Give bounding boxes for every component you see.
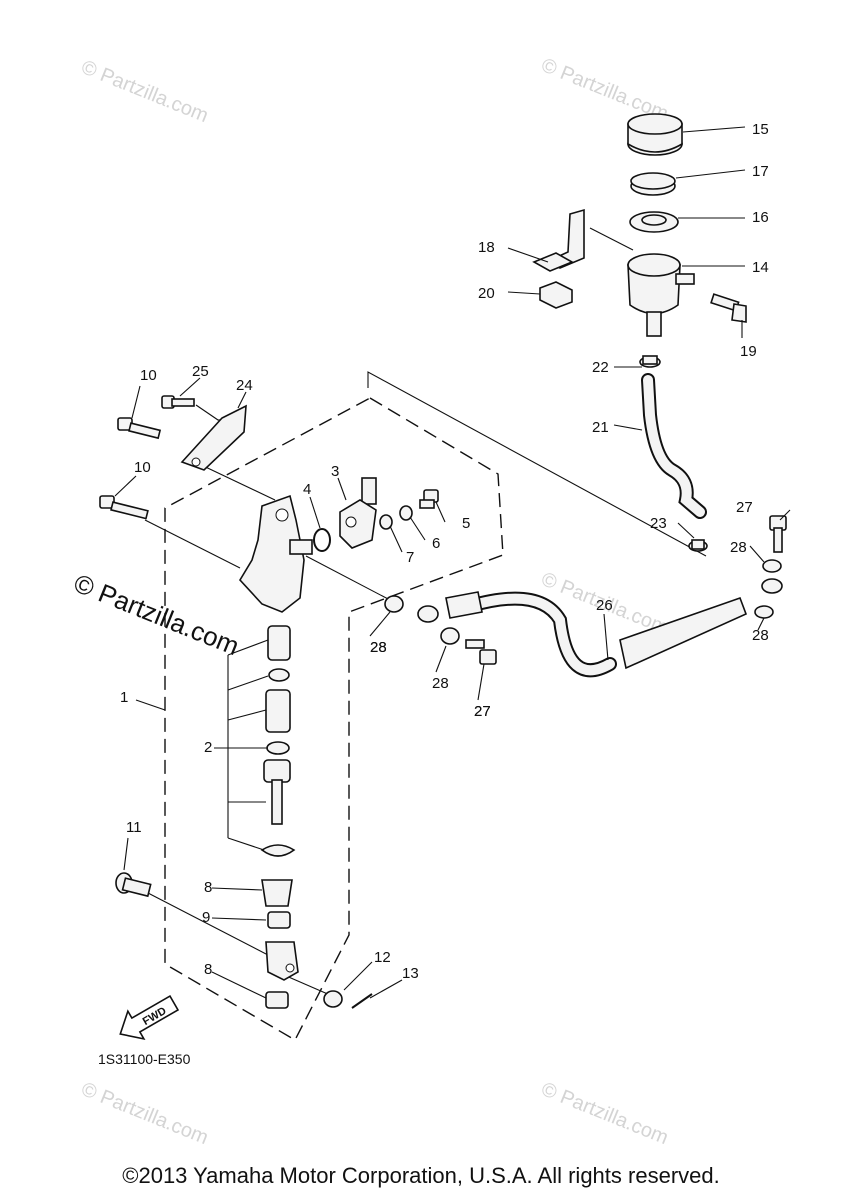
washer-7: [379, 514, 393, 530]
boot: [261, 879, 293, 907]
piston-kit: [260, 625, 296, 857]
cotter-pin: [351, 993, 373, 1009]
washer-28b: [440, 627, 460, 645]
watermark: © Partzilla.com: [78, 56, 211, 127]
part-number-22: 22: [592, 359, 609, 376]
part-number-1: 1: [120, 689, 128, 706]
part-number-3: 3: [331, 463, 339, 480]
bolt-lower: [99, 495, 149, 520]
o-ring: [313, 528, 331, 552]
hose-joint: [339, 477, 377, 549]
fwd-label: FWD: [141, 1005, 169, 1028]
plate-bracket: [180, 404, 247, 471]
part-number-11: 11: [126, 819, 142, 836]
washer-28c: [762, 559, 782, 573]
part-number-10: 10: [134, 459, 151, 476]
part-number-27: 27: [474, 703, 491, 720]
reservoir-tank: [627, 253, 695, 337]
fwd-arrow: FWD: [119, 994, 180, 1040]
diaphragm-plate: [630, 172, 676, 196]
part-number-19: 19: [740, 343, 757, 360]
washer-28d: [754, 605, 774, 619]
part-number-17: 17: [752, 163, 769, 180]
bolt-upper: [117, 417, 162, 440]
reservoir-bolt: [710, 293, 747, 323]
nut-lower: [265, 991, 289, 1009]
hose-clip-bottom: [688, 539, 708, 552]
callout-labels: 1234567889101011121314151617181920212223…: [120, 121, 769, 982]
clevis: [265, 941, 299, 981]
part-number-2: 2: [204, 739, 212, 756]
part-number-12: 12: [374, 949, 391, 966]
part-number-28: 28: [752, 627, 769, 644]
part-number-4: 4: [303, 481, 311, 498]
part-number-28: 28: [370, 639, 387, 656]
part-number-27: 27: [736, 499, 753, 516]
reservoir-cap: [627, 113, 683, 156]
part-number-21: 21: [592, 419, 609, 436]
brake-hose: [417, 578, 783, 678]
part-number-14: 14: [752, 259, 769, 276]
part-number-20: 20: [478, 285, 495, 302]
watermark: © Partzilla.com: [538, 1078, 671, 1149]
union-bolt-upper: [769, 515, 787, 553]
part-number-5: 5: [462, 515, 470, 532]
part-number-15: 15: [752, 121, 769, 138]
damper-block: [539, 281, 573, 309]
part-number-7: 7: [406, 549, 414, 566]
watermark-main: © Partzilla.com: [70, 568, 244, 661]
part-number-13: 13: [402, 965, 419, 982]
callout-lines: [114, 126, 791, 999]
part-number-24: 24: [236, 377, 253, 394]
part-number-28: 28: [432, 675, 449, 692]
part-number-8: 8: [204, 879, 212, 896]
reservoir-bracket: [544, 208, 585, 269]
part-number-18: 18: [478, 239, 495, 256]
small-bolt: [161, 395, 195, 409]
part-number-8: 8: [204, 961, 212, 978]
washer-12: [323, 990, 343, 1008]
part-number-9: 9: [202, 909, 210, 926]
washer-28a: [384, 595, 404, 613]
screw-5: [419, 489, 439, 509]
hose-clip-top: [639, 355, 661, 368]
part-number-16: 16: [752, 209, 769, 226]
part-number-28: 28: [730, 539, 747, 556]
master-cylinder-body: [239, 494, 313, 613]
washer-6: [399, 505, 413, 521]
watermark: © Partzilla.com: [78, 1078, 211, 1149]
diaphragm: [629, 211, 679, 233]
union-bolt-lower: [465, 639, 497, 665]
part-number-27: 27: [474, 703, 491, 720]
part-number-10: 10: [140, 367, 157, 384]
part-number-25: 25: [192, 363, 209, 380]
diagram-code: 1S31100-E350: [98, 1051, 191, 1067]
assembly-outline: [164, 397, 504, 1041]
part-number-26: 26: [596, 597, 613, 614]
nut-upper: [267, 911, 291, 929]
damper-plate: [532, 252, 574, 272]
part-number-23: 23: [650, 515, 667, 532]
clevis-pin: [115, 872, 152, 898]
part-number-28: 28: [370, 639, 387, 656]
part-number-6: 6: [432, 535, 440, 552]
copyright-footer: ©2013 Yamaha Motor Corporation, U.S.A. A…: [122, 1163, 719, 1188]
leader-lines: [144, 227, 707, 996]
